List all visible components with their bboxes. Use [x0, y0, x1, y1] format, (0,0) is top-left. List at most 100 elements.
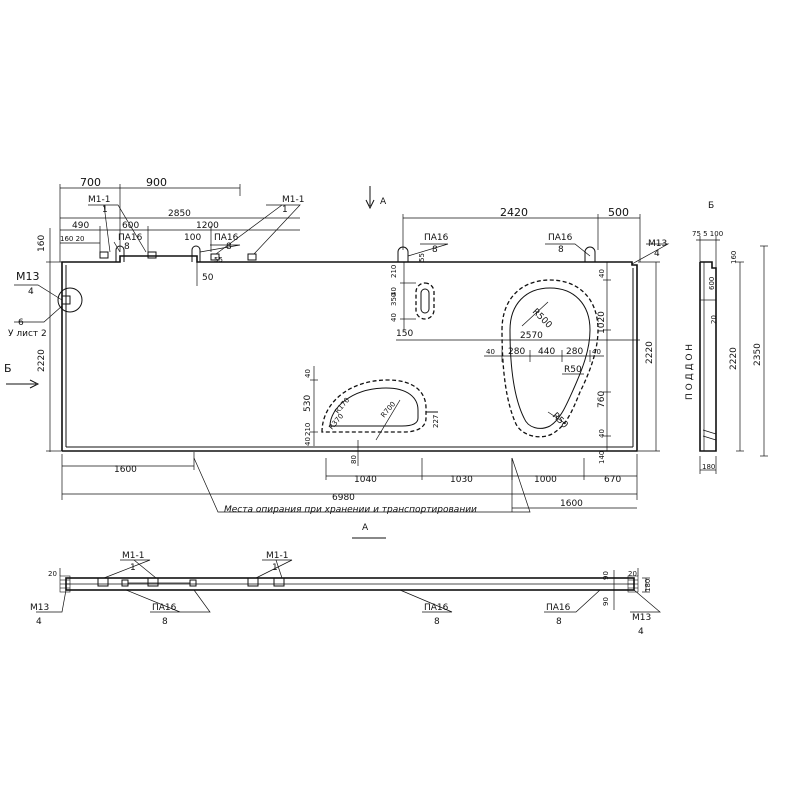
- radius-r370: R370: [327, 412, 345, 431]
- radius-r50: R50: [564, 365, 582, 375]
- plan-mark-m13-left-count: 4: [36, 617, 42, 627]
- plan-dim-180: 180: [644, 579, 652, 592]
- dim-1600-left: 1600: [114, 465, 137, 475]
- dim-1200: 1200: [196, 221, 219, 231]
- plan-mark-pa16-1: ПА16: [152, 603, 177, 613]
- dim-40-r2: 40: [598, 429, 606, 438]
- embed-plate: [247, 253, 257, 261]
- dim-40-b: 40: [592, 348, 601, 356]
- radius-r50-lower: R50: [550, 411, 570, 431]
- dim-160-20: 160 20: [60, 235, 85, 243]
- radius-r170: R170: [333, 396, 351, 415]
- dim-900: 900: [146, 176, 167, 189]
- radius-r700: R700: [379, 400, 397, 419]
- dim-80: 80: [350, 455, 358, 464]
- toilet-opening-inner: [509, 287, 591, 429]
- slot-opening-inner: [420, 288, 430, 314]
- lifting-loop: [191, 245, 201, 262]
- dim-1020: 1020: [597, 311, 607, 334]
- top-embeds: [99, 245, 596, 262]
- lifting-loop: [584, 246, 596, 262]
- dim-1040: 1040: [354, 475, 377, 485]
- dim-6980: 6980: [332, 493, 355, 503]
- mark-pa16-right-1-count: 8: [432, 245, 438, 255]
- dim-1000: 1000: [534, 475, 557, 485]
- sink-opening-inner: [329, 387, 419, 427]
- section-b-marker: Б: [4, 362, 12, 375]
- mark-m11-left: М1-1: [88, 195, 110, 205]
- dim-40-sink-top: 40: [304, 369, 312, 378]
- dim-20-secb: 20: [710, 315, 718, 324]
- dim-600: 600: [122, 221, 139, 231]
- dim-2570: 2570: [520, 331, 543, 341]
- support-note: Места опирания при хранении и транспорти…: [224, 505, 477, 515]
- mark-m13-left-count: 4: [28, 287, 34, 297]
- dim-280-b: 280: [566, 347, 583, 357]
- mark-pa16-right-2: ПА16: [548, 233, 573, 243]
- dim-40-slot: 40: [390, 287, 398, 296]
- mark-m11-right-count: 1: [282, 205, 288, 215]
- plan-mark-m13-right: М13: [632, 613, 651, 623]
- dim-700: 700: [80, 176, 101, 189]
- radius-r500: R500: [530, 307, 554, 331]
- dim-2220-right: 2220: [645, 341, 655, 364]
- dim-490: 490: [72, 221, 89, 231]
- dim-2420: 2420: [500, 206, 528, 219]
- dim-210-slot: 210: [390, 265, 398, 278]
- dim-40-slot-b: 40: [390, 313, 398, 322]
- toilet-opening: [501, 279, 599, 438]
- plan-mark-pa16-3-count: 8: [556, 617, 562, 627]
- dim-500: 500: [608, 206, 629, 219]
- dim-530: 530: [303, 395, 313, 412]
- plan-view: [36, 559, 661, 613]
- dim-160-left: 160: [37, 235, 47, 252]
- section-b-title: Б: [708, 201, 714, 211]
- plan-dim-90-bottom: 90: [602, 597, 610, 606]
- mark-m11-left-count: 1: [102, 205, 108, 215]
- plan-mark-m11-2: М1-1: [266, 551, 288, 561]
- dim-140: 140: [598, 451, 606, 464]
- plan-mark-m13-right-count: 4: [638, 627, 644, 637]
- mark-leaders: [14, 204, 670, 323]
- plan-dim-20-right: 20: [628, 570, 637, 578]
- dim-210-sink: 210: [304, 423, 312, 436]
- plan-mark-pa16-2: ПА16: [424, 603, 449, 613]
- dim-280-a: 280: [508, 347, 525, 357]
- mark-pa16-right-2-count: 8: [558, 245, 564, 255]
- dim-75-5-100: 75 5 100: [692, 230, 723, 238]
- podadon-label: П О Д Д О Н: [685, 344, 695, 400]
- dim-227: 227: [432, 415, 440, 428]
- dim-150: 150: [396, 329, 413, 339]
- main-dimensions: [6, 184, 660, 539]
- mark-pa16-top-left-count: 8: [124, 242, 130, 252]
- dim-180-secb: 180: [702, 463, 715, 471]
- dim-1600-right: 1600: [560, 499, 583, 509]
- dim-40-sink-bottom: 40: [304, 437, 312, 446]
- slot-opening: [415, 282, 435, 320]
- dim-2220-secb: 2220: [729, 347, 739, 370]
- plan-mark-m11-1-count: 1: [130, 563, 136, 573]
- sink-opening: [321, 379, 427, 433]
- leaf-ref-num: 6: [18, 318, 24, 328]
- leaf-ref-text: У лист 2: [8, 329, 47, 339]
- mark-m13-left: М13: [16, 270, 40, 283]
- plan-mark-m13-left: М13: [30, 603, 49, 613]
- dim-160-secb: 160: [730, 251, 738, 264]
- plan-mark-pa16-3: ПА16: [546, 603, 571, 613]
- dim-55-top: 55: [214, 256, 223, 264]
- plan-mark-m11-2-count: 1: [272, 563, 278, 573]
- dim-350-slot: 350: [390, 293, 398, 306]
- plan-dim-20-left: 20: [48, 570, 57, 578]
- embed-plate: [99, 251, 109, 259]
- embed-plate: [147, 251, 157, 259]
- dim-50: 50: [202, 273, 214, 283]
- plan-mark-m11-1: М1-1: [122, 551, 144, 561]
- section-b: [696, 236, 768, 474]
- mark-pa16-top-left: ПА16: [118, 233, 143, 243]
- dim-600-secb: 600: [708, 277, 716, 290]
- detail-circle-m13: [57, 287, 83, 313]
- embed-plate: [210, 253, 220, 261]
- dim-100: 100: [184, 233, 201, 243]
- mark-m13-right-count: 4: [654, 249, 660, 259]
